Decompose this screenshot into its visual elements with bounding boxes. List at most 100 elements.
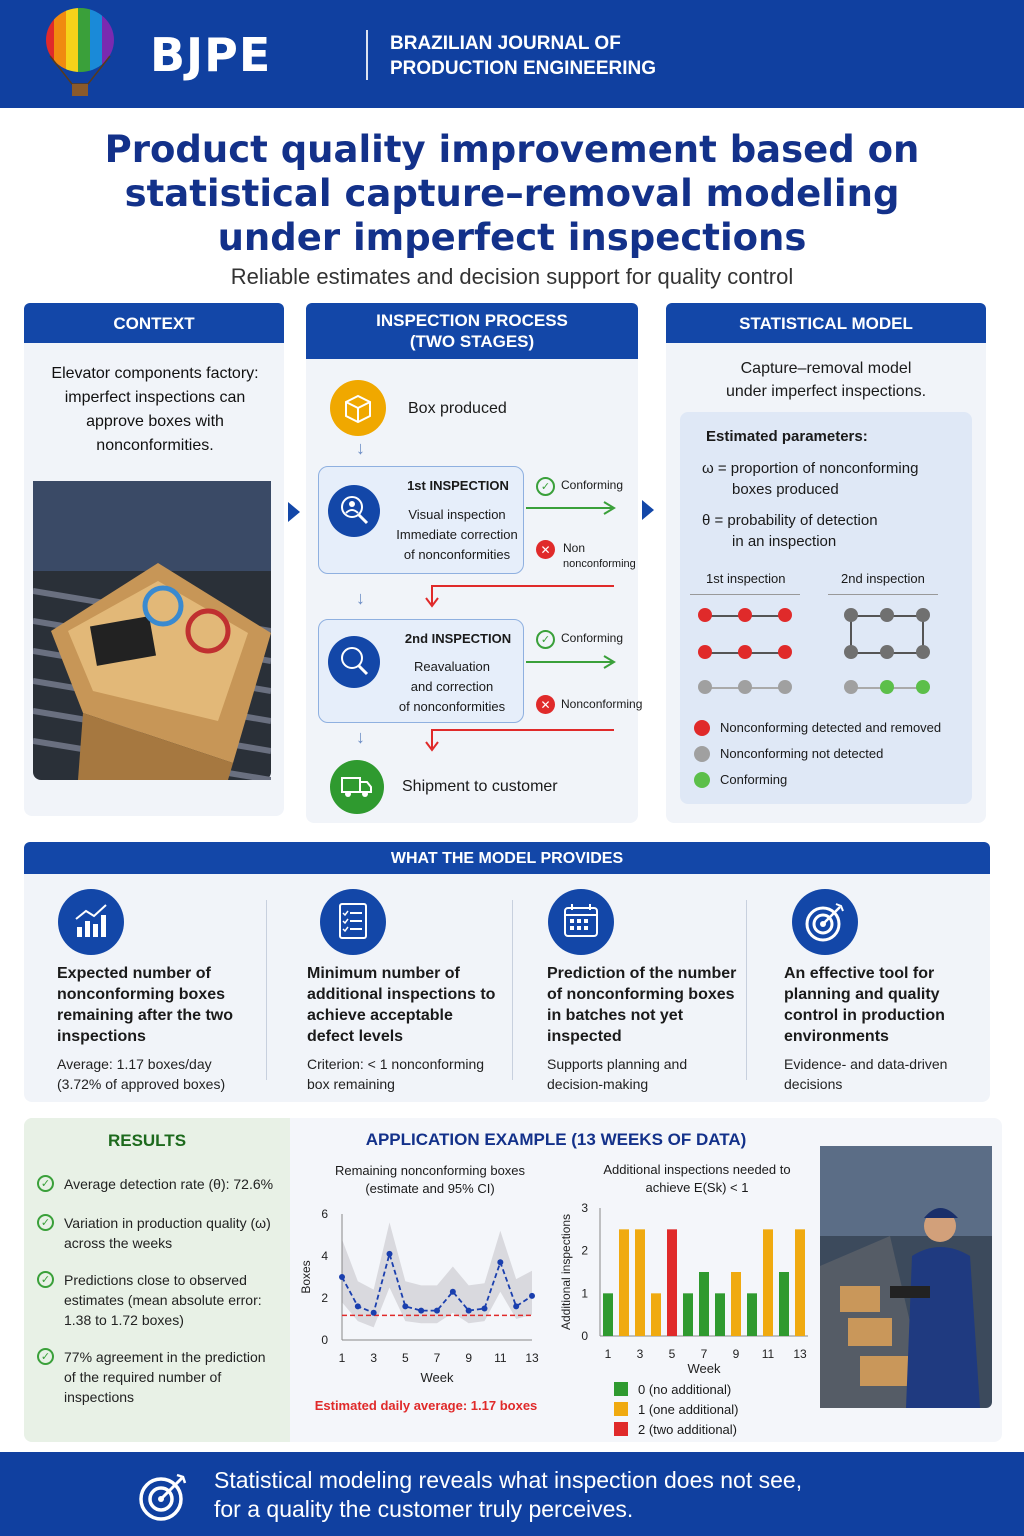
data-point (402, 1303, 409, 1310)
provides-item-sub: Supports planning and decision-making (547, 1056, 688, 1092)
conforming-arrow-icon (526, 501, 616, 515)
bar (699, 1272, 709, 1336)
box-produced-label: Box produced (408, 400, 507, 417)
bar (667, 1229, 677, 1336)
data-point (434, 1307, 440, 1314)
stage1-conforming-label: Conforming (561, 478, 624, 492)
stage1-desc-line1: Visual inspection (408, 507, 506, 522)
stage2-desc-line3: of nonconformities (398, 699, 506, 714)
stage2-conforming-label: Conforming (561, 631, 624, 645)
data-point (354, 1303, 361, 1310)
application-heading: APPLICATION EXAMPLE (13 WEEKS OF DATA) (365, 1130, 747, 1149)
bar (651, 1293, 661, 1336)
stage2-desc-line1: Reavaluation (414, 659, 490, 674)
title-line3: under imperfect inspections (217, 216, 807, 259)
legend-gray-label: Nonconforming not detected (720, 746, 884, 761)
x-tick-label: 13 (793, 1347, 807, 1361)
legend-green-label: Conforming (720, 772, 788, 787)
col2-label: 2nd inspection (841, 571, 925, 586)
context-heading: CONTEXT (24, 303, 284, 343)
x-axis-label: Week (421, 1370, 454, 1385)
check-icon: ✓ (37, 1271, 54, 1288)
stage2-nonconforming-label: Nonconforming (561, 697, 643, 711)
data-point (386, 1250, 393, 1257)
bar (747, 1293, 757, 1336)
x-tick-label: 1 (339, 1351, 346, 1365)
stage1-desc-line2: Immediate correction (396, 527, 518, 542)
arrow-right-icon (288, 502, 300, 522)
legend-red-label: Nonconforming detected and removed (720, 720, 942, 735)
bar (731, 1272, 741, 1336)
check-icon: ✓ (37, 1214, 54, 1231)
stage2-desc: Reavaluation and correction of nonconfor… (392, 657, 512, 717)
stage2-title: 2nd INSPECTION (404, 631, 512, 646)
data-point (481, 1305, 488, 1312)
omega-line2: boxes produced (732, 481, 839, 498)
bar (715, 1293, 725, 1336)
truck-icon (330, 760, 384, 814)
footer-line2: for a quality the customer truly perceiv… (214, 1496, 634, 1522)
theta-line1: θ = probability of detection (702, 512, 878, 529)
detection-grid-1 (698, 608, 798, 698)
target-icon (792, 889, 858, 955)
provides-heading: WHAT THE MODEL PROVIDES (24, 842, 990, 874)
divider (512, 900, 513, 1080)
provides-item-sub: Average: 1.17 boxes/day (3.72% of approv… (57, 1056, 226, 1092)
provides-item-title: Minimum number of additional inspections… (307, 965, 496, 1045)
y-tick-label: 0 (321, 1333, 328, 1347)
model-desc-line1: Capture–removal model (740, 360, 912, 377)
data-point (339, 1274, 345, 1280)
target-icon (139, 1473, 187, 1521)
result-item: Average detection rate (θ): 72.6% (64, 1176, 274, 1192)
journal-name-line1: BRAZILIAN JOURNAL OF (390, 33, 621, 54)
params-title: Estimated parameters: (706, 428, 868, 445)
box-icon (330, 380, 386, 436)
x-tick-label: 1 (605, 1347, 612, 1361)
legend-swatch-1 (614, 1402, 628, 1416)
x-tick-label: 13 (525, 1351, 539, 1365)
bar (795, 1229, 805, 1336)
data-point (449, 1288, 456, 1295)
check-icon: ✓ (37, 1175, 54, 1192)
x-tick-label: 7 (701, 1347, 708, 1361)
worker-photo (820, 1146, 992, 1408)
bar (779, 1272, 789, 1336)
check-icon: ✓ (536, 630, 555, 649)
journal-header (0, 0, 1024, 108)
bar-chart-icon (58, 889, 124, 955)
x-tick-label: 11 (762, 1347, 775, 1361)
x-icon: ✕ (536, 695, 555, 714)
model-description: Capture–removal model under imperfect in… (680, 357, 972, 403)
col2-rule (828, 594, 938, 595)
legend-swatch-2 (614, 1422, 628, 1436)
arrow-down-icon: ↓ (356, 727, 365, 747)
calendar-icon (548, 889, 614, 955)
x-tick-label: 3 (637, 1347, 644, 1361)
balloon-logo-icon (46, 8, 114, 96)
process-heading: INSPECTION PROCESS (TWO STAGES) (306, 303, 638, 359)
stage1-nonconforming-label: Non nonconforming (563, 540, 636, 572)
x-tick-label: 9 (733, 1347, 740, 1361)
theta-definition: θ = probability of detection in an inspe… (702, 510, 878, 552)
legend-gray-dot (694, 746, 710, 762)
stage1-desc-line3: of nonconformities (403, 547, 511, 562)
x-tick-label: 3 (370, 1351, 377, 1365)
journal-name-line2: PRODUCTION ENGINEERING (390, 58, 657, 79)
data-point (370, 1309, 377, 1316)
provides-item-sub: Evidence- and data-driven decisions (784, 1056, 948, 1092)
arrow-right-icon (642, 500, 654, 520)
data-point (418, 1307, 425, 1314)
y-tick-label: 2 (581, 1244, 588, 1258)
x-tick-label: 5 (669, 1347, 676, 1361)
bar (635, 1229, 645, 1336)
legend-red-dot (694, 720, 710, 736)
arrow-down-icon: ↓ (356, 588, 365, 608)
results-panel (24, 1118, 290, 1442)
page-subtitle: Reliable estimates and decision support … (230, 264, 794, 289)
conforming-arrow-icon (526, 655, 616, 669)
legend-label-1: 1 (one additional) (638, 1402, 739, 1417)
provides-item-title: Prediction of the number of nonconformin… (547, 965, 737, 1045)
omega-line1: ω = proportion of nonconforming (702, 460, 919, 477)
x-tick-label: 7 (434, 1351, 441, 1365)
